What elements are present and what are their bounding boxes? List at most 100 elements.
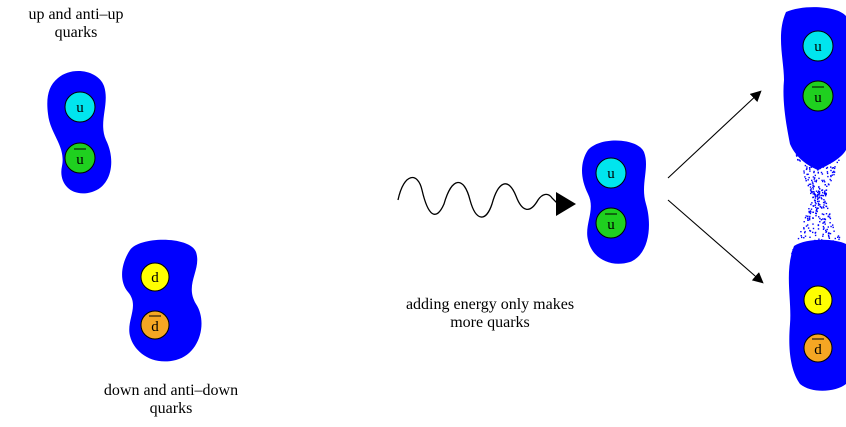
gluon-dot: [830, 233, 831, 234]
gluon-dot: [798, 238, 799, 239]
gluon-dot: [809, 216, 810, 217]
gluon-dot: [827, 229, 828, 230]
gluon-dot: [818, 216, 819, 217]
gluon-dot: [834, 172, 835, 173]
gluon-dot: [813, 166, 814, 167]
gluon-dot: [813, 146, 814, 147]
gluon-dot: [819, 218, 820, 219]
gluon-dot: [828, 183, 829, 184]
gluon-dot: [816, 152, 817, 153]
gluon-dot: [818, 143, 819, 144]
gluon-dot: [823, 222, 824, 223]
gluon-dot: [804, 221, 805, 222]
gluon-dot: [829, 156, 830, 157]
down-quark: d: [141, 263, 169, 291]
gluon-dot: [833, 227, 834, 228]
split-pairs: u u d d: [781, 7, 846, 391]
gluon-dot: [815, 203, 816, 204]
gluon-dot: [804, 176, 805, 177]
gluon-dot: [808, 185, 809, 186]
gluon-dot: [823, 166, 824, 167]
gluon-dot: [805, 159, 806, 160]
gluon-dot: [805, 165, 806, 166]
gluon-dot: [818, 228, 819, 229]
gluon-dot: [823, 180, 824, 181]
gluon-dot: [819, 221, 820, 222]
gluon-dot: [817, 196, 818, 197]
gluon-dot: [833, 145, 834, 146]
gluon-dot: [799, 148, 800, 149]
gluon-dot: [807, 243, 808, 244]
up-pair-caption-line1: up and anti–up: [0, 6, 152, 24]
gluon-dot: [838, 147, 839, 148]
gluon-dot: [830, 160, 831, 161]
gluon-dot: [822, 143, 823, 144]
anti-up-quark: u: [65, 143, 95, 173]
gluon-dot: [806, 153, 807, 154]
gluon-dot: [837, 162, 838, 163]
gluon-dot: [797, 159, 798, 160]
gluon-dot: [822, 218, 823, 219]
gluon-dot: [814, 165, 815, 166]
gluon-dot: [824, 181, 825, 182]
gluon-dot: [822, 213, 823, 214]
gluon-dot: [799, 143, 800, 144]
gluon-dot: [806, 156, 807, 157]
gluon-dot: [804, 151, 805, 152]
energy-wave: [398, 178, 558, 217]
gluon-dot: [801, 235, 802, 236]
up-quark-symbol: u: [76, 100, 84, 116]
gluon-dot: [811, 245, 812, 246]
gluon-dot: [823, 202, 824, 203]
up-pair-caption: up and anti–up quarks: [0, 6, 152, 42]
gluon-dot: [819, 191, 820, 192]
gluon-dot: [809, 167, 810, 168]
gluon-dot: [808, 249, 809, 250]
up-quark: u: [65, 92, 95, 122]
gluon-dot: [810, 186, 811, 187]
gluon-dot: [792, 251, 793, 252]
gluon-dot: [811, 147, 812, 148]
gluon-dot: [838, 160, 839, 161]
gluon-dot: [811, 180, 812, 181]
gluon-dot: [830, 170, 831, 171]
gluon-dot: [818, 197, 819, 198]
gluon-dot: [811, 188, 812, 189]
gluon-dot: [818, 172, 819, 173]
gluon-dot: [821, 198, 822, 199]
gluon-dot: [809, 219, 810, 220]
gluon-dot: [824, 150, 825, 151]
gluon-dot: [825, 193, 826, 194]
gluon-dot: [830, 147, 831, 148]
gluon-dot: [813, 172, 814, 173]
gluon-dot: [826, 203, 827, 204]
gluon-dot: [827, 173, 828, 174]
gluon-dot: [825, 232, 826, 233]
gluon-dot: [823, 195, 824, 196]
gluon-dot: [830, 226, 831, 227]
gluon-dot: [834, 154, 835, 155]
gluon-dot: [828, 226, 829, 227]
gluon-dot: [815, 207, 816, 208]
gluon-dot: [815, 166, 816, 167]
gluon-dot: [797, 254, 798, 255]
gluon-dot: [839, 149, 840, 150]
gluon-dot: [807, 219, 808, 220]
upper-anti-up-quark-symbol: u: [814, 90, 822, 106]
gluon-dot: [837, 149, 838, 150]
gluon-dot: [839, 237, 840, 238]
gluon-dot: [817, 192, 818, 193]
gluon-dot: [832, 224, 833, 225]
gluon-dot: [824, 201, 825, 202]
down-antidown-pair: d d: [122, 240, 201, 362]
gluon-dot: [817, 140, 818, 141]
gluon-dot: [812, 191, 813, 192]
gluon-dot: [817, 211, 818, 212]
gluon-dot: [842, 150, 843, 151]
gluon-dot: [805, 178, 806, 179]
gluon-dot: [813, 176, 814, 177]
gluon-dot: [811, 209, 812, 210]
gluon-dot: [814, 152, 815, 153]
gluon-dot: [823, 149, 824, 150]
gluon-dot: [792, 249, 793, 250]
